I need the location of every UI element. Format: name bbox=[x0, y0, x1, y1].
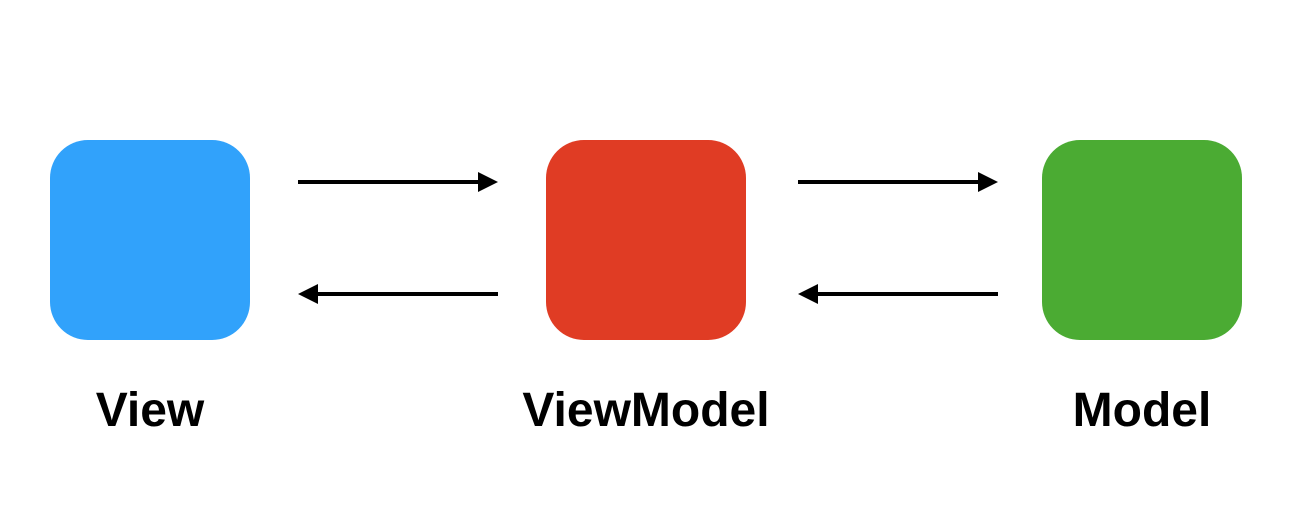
view-label: View bbox=[95, 384, 205, 437]
model-node bbox=[1042, 140, 1242, 340]
viewmodel-node bbox=[546, 140, 746, 340]
view-node bbox=[50, 140, 250, 340]
arrow-viewmodel-to-view bbox=[298, 284, 498, 304]
arrow-model-to-viewmodel bbox=[798, 284, 998, 304]
model-label: Model bbox=[1072, 384, 1212, 437]
viewmodel-label: ViewModel bbox=[522, 384, 770, 437]
arrow-viewmodel-to-model bbox=[798, 172, 998, 192]
arrow-view-to-viewmodel bbox=[298, 172, 498, 192]
